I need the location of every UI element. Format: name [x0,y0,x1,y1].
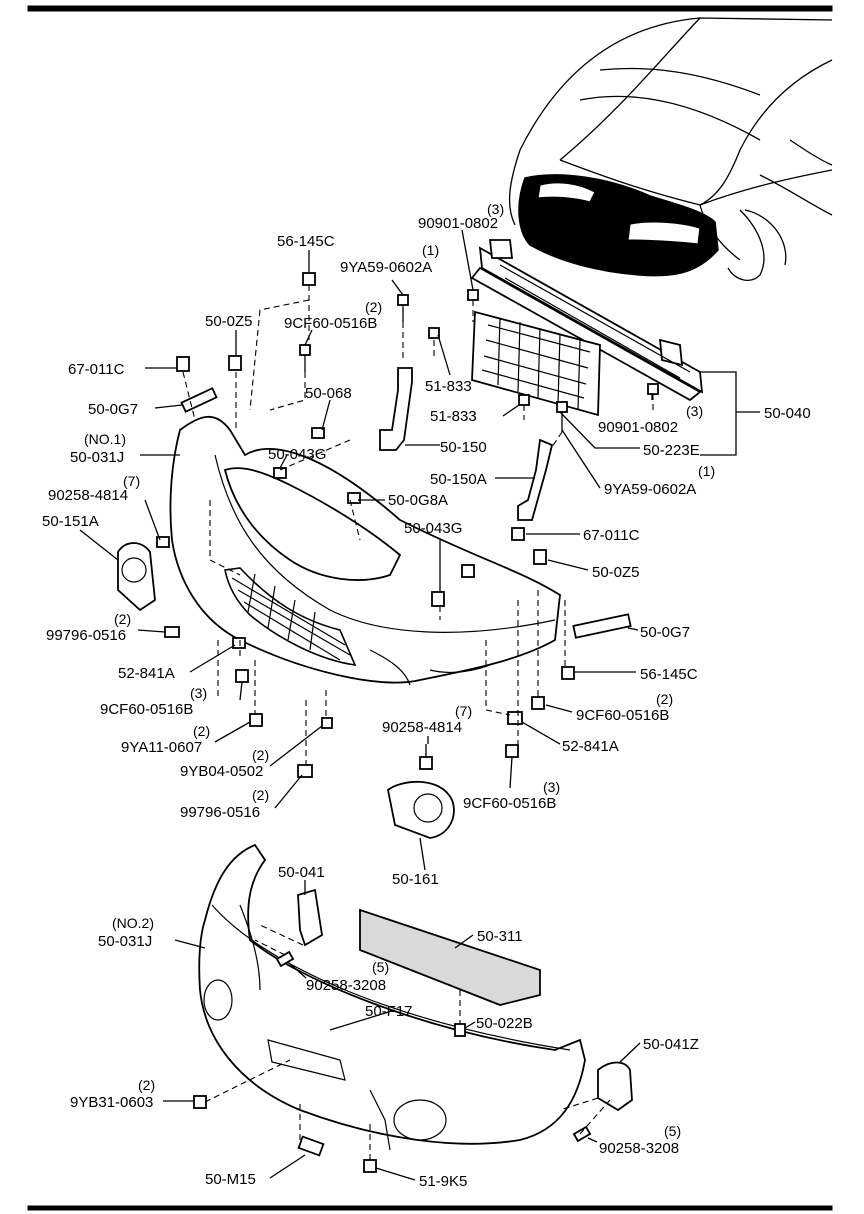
callout-code: 50-0Z5 [592,564,640,581]
callout-code: 90258-4814 [382,719,462,736]
assembly-lines-upper [182,285,654,765]
callout-code: 50-031J [98,933,152,950]
clip-51-9K5 [363,1159,377,1173]
part-labels: (3) 90901-0802 (1) 9YA59-0602A 56-145C 5… [42,201,811,1190]
callout-code: 50-150 [440,439,487,456]
callout-code: 56-145C [277,233,335,250]
bracket-50-150 [379,367,413,451]
bottom-border [27,1205,833,1211]
callout-code: 90258-3208 [306,977,386,994]
vehicle-outline [508,17,833,281]
front-bumper-highlight [518,174,719,277]
callout-qty: (5) [664,1123,681,1139]
callout-code: 50-150A [430,471,487,488]
nut-9YB31-0603 [193,1095,207,1109]
callout-code: 9YA11-0607 [121,739,202,756]
callout-code: 50-0G7 [88,401,138,418]
callout-code: 50-043G [268,446,326,463]
callout-code: 56-145C [640,666,698,683]
bumper-cover-no1 [169,415,561,686]
callout-code: 9YA59-0602A [340,259,432,276]
callout-code: 9YB04-0502 [180,763,263,780]
callout-code: 52-841A [118,665,175,682]
screw-90258-3208-b [572,1125,592,1143]
callout-code: 90258-4814 [48,487,128,504]
callout-code: 50-161 [392,871,439,888]
callout-qty: (2) [365,299,382,315]
callout-code: 50-041Z [643,1036,699,1053]
top-border [27,5,833,12]
callout-code: 50-022B [476,1015,533,1032]
callout-qty: (2) [193,723,210,739]
callout-qty: (2) [114,611,131,627]
headlight-left [537,182,596,203]
callout-code: 50-0G7 [640,624,690,641]
callout-qty: (NO.2) [112,915,154,931]
callout-code: 50-M15 [205,1171,256,1188]
bumper-cover-no2 [198,843,586,1151]
callout-qty: (7) [455,703,472,719]
callout-code: 90901-0802 [598,419,678,436]
callout-code: 50-043G [404,520,462,537]
callout-qty: (2) [138,1077,155,1093]
callout-code: 50-068 [305,385,352,402]
bracket-50-150A [517,438,554,521]
callout-qty: (5) [372,959,389,975]
callout-code: 67-011C [68,361,125,378]
callout-qty: (2) [656,691,673,707]
callout-qty: (7) [123,473,140,489]
callout-code: 50-F17 [365,1003,413,1020]
callout-qty: (3) [487,201,504,217]
callout-qty: (NO.1) [84,431,126,447]
callout-code: 50-041 [278,864,325,881]
callout-code: 52-841A [562,738,619,755]
callout-code: 99796-0516 [46,627,126,644]
bumper-reinforcement [470,239,704,402]
callout-code: 51-833 [430,408,477,425]
lower-mesh-grille [224,567,357,666]
callout-code: 51-9K5 [419,1173,467,1190]
callout-qty: (2) [252,787,269,803]
bracket-50-041 [297,888,323,947]
callout-qty: (3) [543,779,560,795]
headlight-right [627,221,701,245]
fog-lamp-bracket-50-161 [387,780,455,839]
callout-code: 50-031J [70,449,124,466]
callout-qty: (2) [252,747,269,763]
bracket-50-041Z [597,1061,633,1112]
callout-qty: (3) [686,403,703,419]
callout-code: 50-0G8A [388,492,448,509]
bracket-50-M15 [297,1135,325,1157]
callout-qty: (1) [422,242,439,258]
callout-code: 50-311 [477,928,523,945]
callout-code: 50-223E [643,442,700,459]
callout-qty: (1) [698,463,715,479]
callout-code: 9CF60-0516B [284,315,377,332]
clip-50-022B [454,1023,466,1037]
callout-qty: (3) [190,685,207,701]
callout-code: 9CF60-0516B [463,795,556,812]
callout-code: 9YB31-0603 [70,1094,153,1111]
screw-90258-3208-a [275,950,295,968]
callout-code: 50-0Z5 [205,313,253,330]
callout-code: 9YA59-0602A [604,481,696,498]
callout-code: 51-833 [425,378,472,395]
fog-lamp-bracket-50-151A [117,542,156,612]
callout-code: 50-040 [764,405,811,422]
callout-code: 9CF60-0516B [576,707,669,724]
callout-code: 99796-0516 [180,804,260,821]
callout-code: 9CF60-0516B [100,701,193,718]
callout-code: 50-151A [42,513,99,530]
leader-lines [79,229,760,1181]
absorber-grid [471,310,601,417]
splash-shield-50-311 [359,908,541,1006]
callout-code: 67-011C [583,527,640,544]
callout-code: 90258-3208 [599,1140,679,1157]
callout-code: 90901-0802 [418,215,498,232]
assembly-lines-lower [204,924,611,1160]
